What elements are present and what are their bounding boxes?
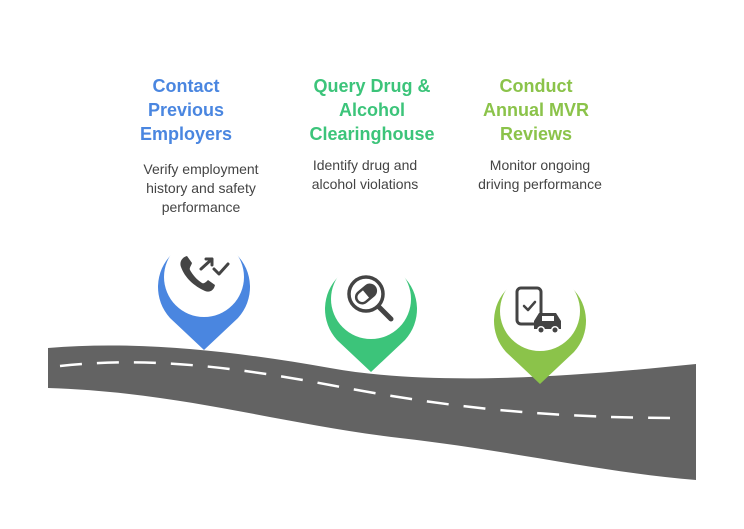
- title-line: Contact: [152, 76, 220, 96]
- desc-line: Verify employment: [143, 161, 259, 177]
- title-line: Clearinghouse: [309, 124, 435, 144]
- road-surface: [48, 345, 696, 480]
- title-line: Employers: [139, 124, 233, 144]
- road-center-line: [59, 361, 681, 420]
- step-3-title: Conduct Annual MVR Reviews: [461, 74, 611, 146]
- title-line: Conduct: [499, 76, 573, 96]
- step-1-description: Verify employment history and safety per…: [121, 160, 281, 217]
- step-2-pin: [325, 259, 418, 372]
- step-2-title: Query Drug & Alcohol Clearinghouse: [297, 74, 447, 146]
- step-1-pin: [158, 237, 250, 350]
- desc-line: driving performance: [478, 176, 602, 192]
- step-3-description: Monitor ongoing driving performance: [460, 156, 620, 194]
- step-3-pin: [493, 271, 586, 384]
- step-2-description: Identify drug and alcohol violations: [290, 156, 440, 194]
- pin-inner-circle: [164, 237, 244, 317]
- title-line: Annual MVR: [483, 100, 589, 120]
- desc-line: history and safety: [146, 180, 256, 196]
- desc-line: Identify drug and: [312, 157, 418, 173]
- title-line: Previous: [147, 100, 225, 120]
- desc-line: performance: [161, 199, 241, 215]
- desc-line: Monitor ongoing: [489, 157, 591, 173]
- phone-call-icon: [180, 256, 230, 292]
- title-line: Alcohol: [339, 100, 405, 120]
- desc-line: alcohol violations: [311, 176, 419, 192]
- step-1-title: Contact Previous Employers: [116, 74, 256, 146]
- title-line: Reviews: [499, 124, 573, 144]
- pill-magnifier-icon: [347, 275, 394, 322]
- phone-car-icon: [515, 286, 561, 334]
- title-line: Query Drug &: [313, 76, 431, 96]
